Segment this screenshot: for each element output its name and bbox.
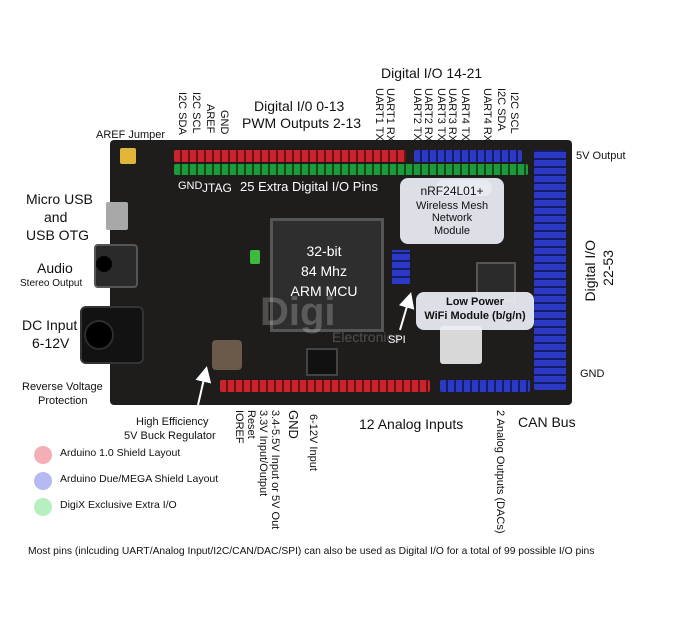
audio-jack-hole [96, 256, 112, 272]
analog-outputs-label: 2 Analog Outputs (DACs) [494, 410, 506, 534]
top-pin-gnd: GND [218, 110, 230, 135]
nrf24-callout-line3: Module [433, 225, 471, 237]
legend-label-digix-extra: DigiX Exclusive Extra I/O [60, 499, 177, 511]
board-extra-pins-label: 25 Extra Digital I/O Pins [240, 179, 378, 194]
header-can-dac [440, 380, 530, 392]
top-pin-aref: AREF [204, 104, 216, 134]
wifi-callout: Low Power WiFi Module (b/g/n) [416, 292, 534, 330]
gnd-right-label: GND [580, 368, 605, 380]
mcu-chip [270, 218, 384, 332]
top-pin-i2c-sda-right: I2C SDA [495, 88, 507, 131]
reverse-voltage-label-line2: Protection [38, 395, 88, 407]
board-jtag-label: JTAG [202, 181, 232, 195]
pwm-outputs-label: PWM Outputs 2-13 [242, 115, 362, 131]
micro-usb-label-line2: and [44, 209, 68, 225]
board-watermark: Digi [260, 290, 336, 334]
header-extra-io [174, 164, 528, 175]
top-pin-uart4-tx: UART4 TX [459, 88, 471, 141]
dc-input-label-line1: DC Input [22, 317, 78, 333]
micro-usb-port [106, 202, 128, 230]
nrf24-callout-line1: nRF24L01+ [420, 184, 484, 198]
digital-io-22-53-label-line1: Digital I/O [582, 240, 598, 302]
five-v-output-label: 5V Output [576, 150, 626, 162]
top-pin-uart1-rx: UART1 RX [384, 88, 396, 143]
digital-io-14-21-label: Digital I/O 14-21 [381, 65, 483, 81]
top-pin-i2c-sda-left: I2C SDA [176, 92, 188, 135]
legend-swatch-due-mega [34, 472, 52, 490]
audio-label: Audio [37, 260, 73, 276]
can-bus-label: CAN Bus [518, 414, 576, 430]
board-watermark-sub: Electronics [332, 329, 401, 345]
top-pin-uart2-tx: UART2 TX [411, 88, 423, 141]
aref-jumper [120, 148, 136, 164]
reverse-voltage-label-line1: Reverse Voltage [22, 381, 103, 393]
micro-usb-label-line3: USB OTG [26, 227, 90, 243]
bottom-pin-reset: Reset [245, 410, 257, 439]
legend-swatch-digix-extra [34, 498, 52, 516]
digital-io-0-13-label: Digital I/0 0-13 [254, 98, 345, 114]
top-pin-uart1-tx: UART1 TX [373, 88, 385, 141]
dc-input-label-line2: 6-12V [32, 335, 70, 351]
mcu-label-line3: ARM MCU [290, 283, 358, 299]
bottom-pin-ioref: IOREF [233, 410, 245, 444]
top-pin-uart3-tx: UART3 TX [435, 88, 447, 141]
top-pin-uart4-rx: UART4 RX [481, 88, 493, 143]
bottom-pin-3v3: 3.3V Input/Output [257, 410, 269, 497]
header-digital-0-13 [174, 150, 406, 162]
digix-board: 32-bit 84 Mhz ARM MCU GND JTAG 25 Extra … [80, 140, 572, 405]
dc-jack-hole [84, 320, 114, 350]
board-gnd-label: GND [178, 180, 203, 192]
nrf24-callout: nRF24L01+ Wireless Mesh Network Module [400, 178, 504, 244]
regulator-inductor [212, 340, 242, 370]
digital-io-22-53-label-line2: 22-53 [600, 250, 616, 286]
header-digital-22-53 [534, 150, 566, 390]
power-ic [306, 348, 338, 376]
footnote: Most pins (inlcuding UART/Analog Input/I… [28, 546, 595, 557]
bottom-pin-5v: 3.4-5.5V Input or 5V Out [269, 410, 281, 530]
legend-label-due-mega: Arduino Due/MEGA Shield Layout [60, 473, 219, 485]
aref-jumper-label: AREF Jumper [96, 129, 166, 141]
wifi-callout-line1: Low Power [445, 296, 505, 308]
mcu-label-line1: 32-bit [306, 243, 342, 259]
nrf24-callout-line2: Wireless Mesh Network [415, 200, 489, 224]
bottom-pin-gnd: GND [286, 410, 301, 439]
high-efficiency-label-line2: 5V Buck Regulator [124, 430, 216, 442]
top-pin-i2c-scl-right: I2C SCL [508, 92, 520, 134]
micro-usb-label-line1: Micro USB [26, 191, 93, 207]
top-pin-uart2-rx: UART2 RX [422, 88, 434, 143]
board-spi-label: SPI [388, 334, 406, 346]
header-power-analog [220, 380, 430, 392]
high-efficiency-label-line1: High Efficiency [136, 416, 209, 428]
legend-swatch-arduino-1 [34, 446, 52, 464]
status-led [250, 250, 260, 264]
wifi-callout-line2: WiFi Module (b/g/n) [424, 310, 526, 322]
twelve-analog-inputs-label: 12 Analog Inputs [359, 416, 464, 432]
bottom-pin-6-12v: 6-12V Input [307, 414, 319, 471]
legend-label-arduino-1: Arduino 1.0 Shield Layout [60, 447, 181, 459]
top-pin-uart3-rx: UART3 RX [446, 88, 458, 143]
stereo-output-label: Stereo Output [20, 278, 83, 289]
mcu-label-line2: 84 Mhz [301, 263, 347, 279]
top-pin-i2c-scl-left: I2C SCL [190, 92, 202, 134]
wifi-module [440, 326, 482, 364]
spi-header [392, 250, 410, 284]
header-digital-14-21 [414, 150, 522, 162]
